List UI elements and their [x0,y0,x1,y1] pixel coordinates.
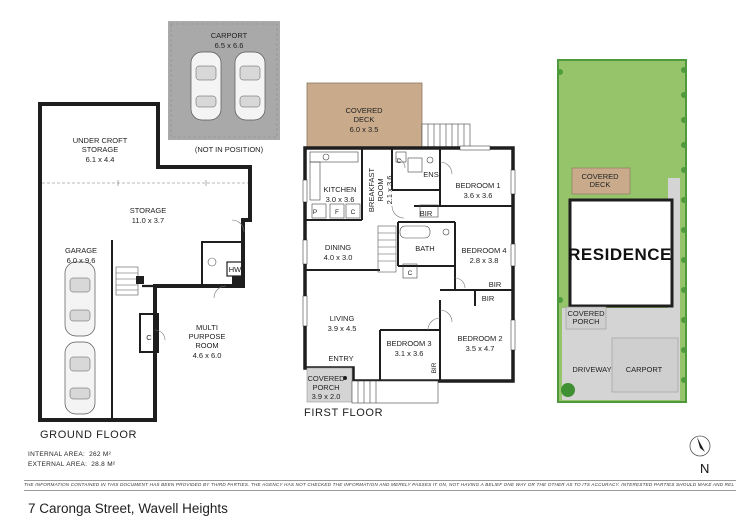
cupboard-label-3: C [408,270,413,277]
car-icon [64,261,96,337]
site-covered-deck-label-2: DECK [590,180,611,189]
storage-dims: 11.0 x 3.7 [132,216,164,225]
bedroom-4-label: BEDROOM 4 [461,246,506,255]
hw-label: HW [229,265,242,274]
site-plan: COVERED DECK RESIDENCE COVERED PORCH DRI… [557,59,687,403]
north-label: N [700,461,710,476]
bedroom-3-label: BEDROOM 3 [386,339,431,348]
first-floor-plan: COVERED DECK 6.0 x 3.5 KITCHEN 3.0 x 3.6… [302,82,516,419]
under-croft-label-1: UNDER CROFT [73,136,128,145]
covered-porch-label-1: COVERED [307,374,345,383]
under-croft-dims: 6.1 x 4.4 [86,155,115,164]
car-icon [64,341,96,415]
cupboard-label: C [146,333,152,342]
multi-purpose-dims: 4.6 x 6.0 [193,351,222,360]
multi-purpose-label-3: ROOM [195,341,218,350]
driveway-label: DRIVEWAY [572,365,611,374]
under-croft-label-2: STORAGE [82,145,119,154]
disclaimer: THE INFORMATION CONTAINED IN THIS DOCUME… [24,482,734,487]
dining-dims: 4.0 x 3.0 [324,253,353,262]
site-covered-deck-label-1: COVERED [581,172,619,181]
breakfast-label-2: ROOM [376,178,385,201]
car-icon [190,51,222,121]
carport-label: CARPORT [211,31,248,40]
bedroom-4-dims: 2.8 x 3.8 [470,256,499,265]
multi-purpose-label-2: PURPOSE [189,332,226,341]
bedroom-3-dims: 3.1 x 3.6 [395,349,424,358]
internal-area-value: 262 M² [89,451,112,458]
pantry-label: P [313,209,317,216]
breakfast-label-1: BREAKFAST [367,167,376,212]
bedroom-2-dims: 3.5 x 4.7 [466,344,495,353]
site-covered-porch-label-1: COVERED [567,309,605,318]
divider [24,480,736,481]
storage-label: STORAGE [130,206,167,215]
garage-label: GARAGE [65,246,97,255]
external-area-label: EXTERNAL AREA: [28,461,88,468]
kitchen-dims: 3.0 x 3.6 [326,195,355,204]
garage-dims: 6.0 x 9.6 [67,256,96,265]
cupboard-label-2: C [351,209,356,216]
car-icon [234,51,266,121]
living-label: LIVING [330,314,355,323]
living-dims: 3.9 x 4.5 [328,324,357,333]
dining-label: DINING [325,243,351,252]
ground-floor-plan: UNDER CROFT STORAGE 6.1 x 4.4 STORAGE 11… [38,102,252,441]
internal-area-label: INTERNAL AREA: [28,451,86,458]
divider [24,490,736,491]
kitchen-label: KITCHEN [324,185,357,194]
internal-area: INTERNAL AREA:262 M² [28,451,111,458]
external-area-value: 28.8 M² [91,461,116,468]
site-carport-label: CARPORT [626,365,663,374]
ground-floor-title: GROUND FLOOR [40,429,137,441]
covered-deck-dims: 6.0 x 3.5 [350,125,379,134]
bir-label-3: BIR [482,294,495,303]
ensuite-label: ENS [423,170,438,179]
property-address: 7 Caronga Street, Wavell Heights [28,501,228,516]
breakfast-dims: 2.1 x 3.6 [385,176,394,205]
covered-porch-dims: 3.9 x 2.0 [312,392,341,401]
bir-label-4: BIR [431,362,438,373]
carport-note: (NOT IN POSITION) [195,145,264,154]
bir-label-1: BIR [420,209,433,218]
fridge-label: F [335,209,339,216]
carport-area: CARPORT 6.5 x 6.6 (NOT IN POSITION) [168,21,280,154]
residence-label: RESIDENCE [568,245,672,264]
entry-label: ENTRY [328,354,353,363]
first-floor-title: FIRST FLOOR [304,407,383,419]
bedroom-2-label: BEDROOM 2 [457,334,502,343]
bedroom-1-dims: 3.6 x 3.6 [464,191,493,200]
bir-label-2: BIR [489,280,502,289]
bath-label: BATH [415,244,434,253]
bedroom-1-label: BEDROOM 1 [455,181,500,190]
covered-deck-label-2: DECK [354,115,375,124]
covered-deck-label-1: COVERED [345,106,383,115]
cupboard-label: C [397,158,402,165]
north-arrow-icon [689,435,711,457]
covered-porch-label-2: PORCH [312,383,339,392]
carport-dims: 6.5 x 6.6 [215,41,244,50]
multi-purpose-label-1: MULTI [196,323,218,332]
site-covered-porch-label-2: PORCH [572,317,599,326]
external-area: EXTERNAL AREA:28.8 M² [28,461,115,468]
